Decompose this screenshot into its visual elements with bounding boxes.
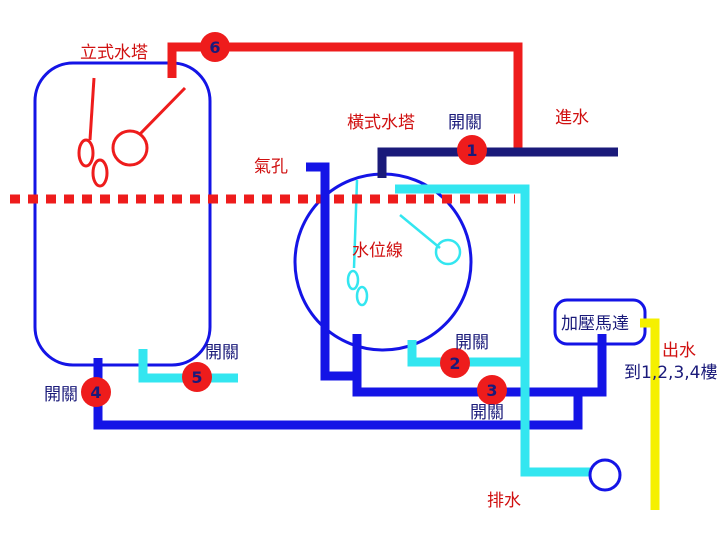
switch-badge-3: 3 (477, 375, 507, 405)
vertical-tower (33, 61, 212, 367)
switch-1-label: 開關 (448, 113, 482, 133)
switch-2-label: 開關 (455, 333, 489, 353)
outlet-floors-label: 到1,2,3,4樓 (624, 363, 717, 383)
outlet-label: 出水 (662, 341, 696, 361)
svg-text:1: 1 (466, 141, 477, 160)
drain-outlet (588, 458, 622, 492)
booster-pump-label: 加壓馬達 (561, 314, 629, 334)
red-supply-pipe (167, 42, 523, 152)
svg-text:4: 4 (90, 383, 101, 402)
air-hole-label: 氣孔 (254, 157, 288, 177)
cyan-drain-branch (407, 340, 525, 367)
switch-badge-4: 4 (81, 377, 111, 407)
yellow-outlet-pipe (640, 318, 660, 510)
vertical-tower-label: 立式水塔 (80, 43, 148, 63)
water-level-label: 水位線 (352, 241, 403, 261)
svg-text:6: 6 (209, 38, 220, 57)
switch-badge-5: 5 (182, 362, 212, 392)
switch-badge-6: 6 (200, 32, 230, 62)
cyan-overflow-pipe (395, 184, 590, 477)
drain-label: 排水 (487, 491, 521, 511)
switch-badge-2: 2 (440, 348, 470, 378)
switch-3-label: 開關 (470, 403, 504, 423)
air-hole-pipe (306, 162, 354, 381)
switch-4-label: 開關 (44, 385, 78, 405)
horizontal-tower-label: 橫式水塔 (347, 113, 415, 133)
inlet-pipe (377, 147, 618, 178)
inlet-label: 進水 (555, 108, 589, 128)
svg-text:2: 2 (449, 354, 460, 373)
vertical-tower-float-valve (77, 77, 187, 188)
svg-text:5: 5 (191, 368, 202, 387)
svg-text:3: 3 (486, 381, 497, 400)
switch-badge-1: 1 (457, 135, 487, 165)
switch-5-label: 開關 (205, 343, 239, 363)
